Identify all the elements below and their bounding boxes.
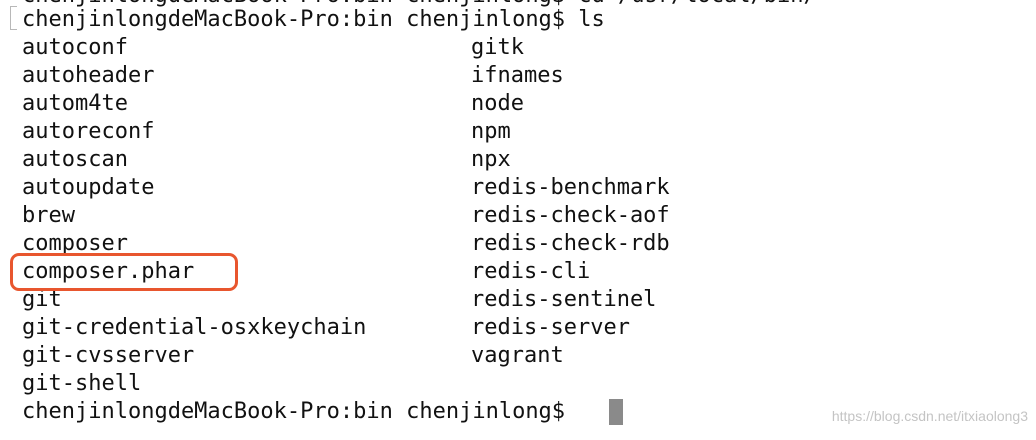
- file-entry: autoheader: [22, 63, 155, 88]
- file-entry: autom4te: [22, 91, 128, 116]
- file-entry: brew: [22, 203, 75, 228]
- file-entry: ifnames: [471, 63, 564, 88]
- file-entry: redis-cli: [471, 259, 591, 284]
- file-entry: autoconf: [22, 35, 128, 60]
- file-entry: redis-check-rdb: [471, 231, 670, 256]
- file-entry: autoreconf: [22, 119, 155, 144]
- highlight-annotation-box: [10, 253, 238, 291]
- file-entry: autoupdate: [22, 175, 155, 200]
- file-entry: npm: [471, 119, 511, 144]
- file-entry: redis-check-aof: [471, 203, 670, 228]
- file-entry: git-credential-osxkeychain: [22, 315, 367, 340]
- file-entry: redis-sentinel: [471, 287, 657, 312]
- file-entry-highlighted: composer.phar: [22, 259, 195, 284]
- previous-command-line: chenjinlongdeMacBook-Pro:bin chenjinlong…: [22, 0, 817, 10]
- file-entry: vagrant: [471, 343, 564, 368]
- file-entry: node: [471, 91, 524, 116]
- file-entry: redis-server: [471, 315, 630, 340]
- file-entry: composer: [22, 231, 128, 256]
- file-entry: git-cvsserver: [22, 343, 195, 368]
- file-entry: autoscan: [22, 147, 128, 172]
- scroll-marker: [10, 6, 17, 30]
- file-entry: gitk: [471, 35, 524, 60]
- file-entry: git: [22, 287, 62, 312]
- file-entry: redis-benchmark: [471, 175, 670, 200]
- text-cursor: [609, 399, 623, 425]
- current-prompt[interactable]: chenjinlongdeMacBook-Pro:bin chenjinlong…: [22, 399, 579, 424]
- watermark-text: https://blog.csdn.net/itxiaolong3: [831, 408, 1028, 424]
- file-entry: git-shell: [22, 371, 142, 396]
- prompt-line-ls: chenjinlongdeMacBook-Pro:bin chenjinlong…: [22, 7, 605, 32]
- file-entry: npx: [471, 147, 511, 172]
